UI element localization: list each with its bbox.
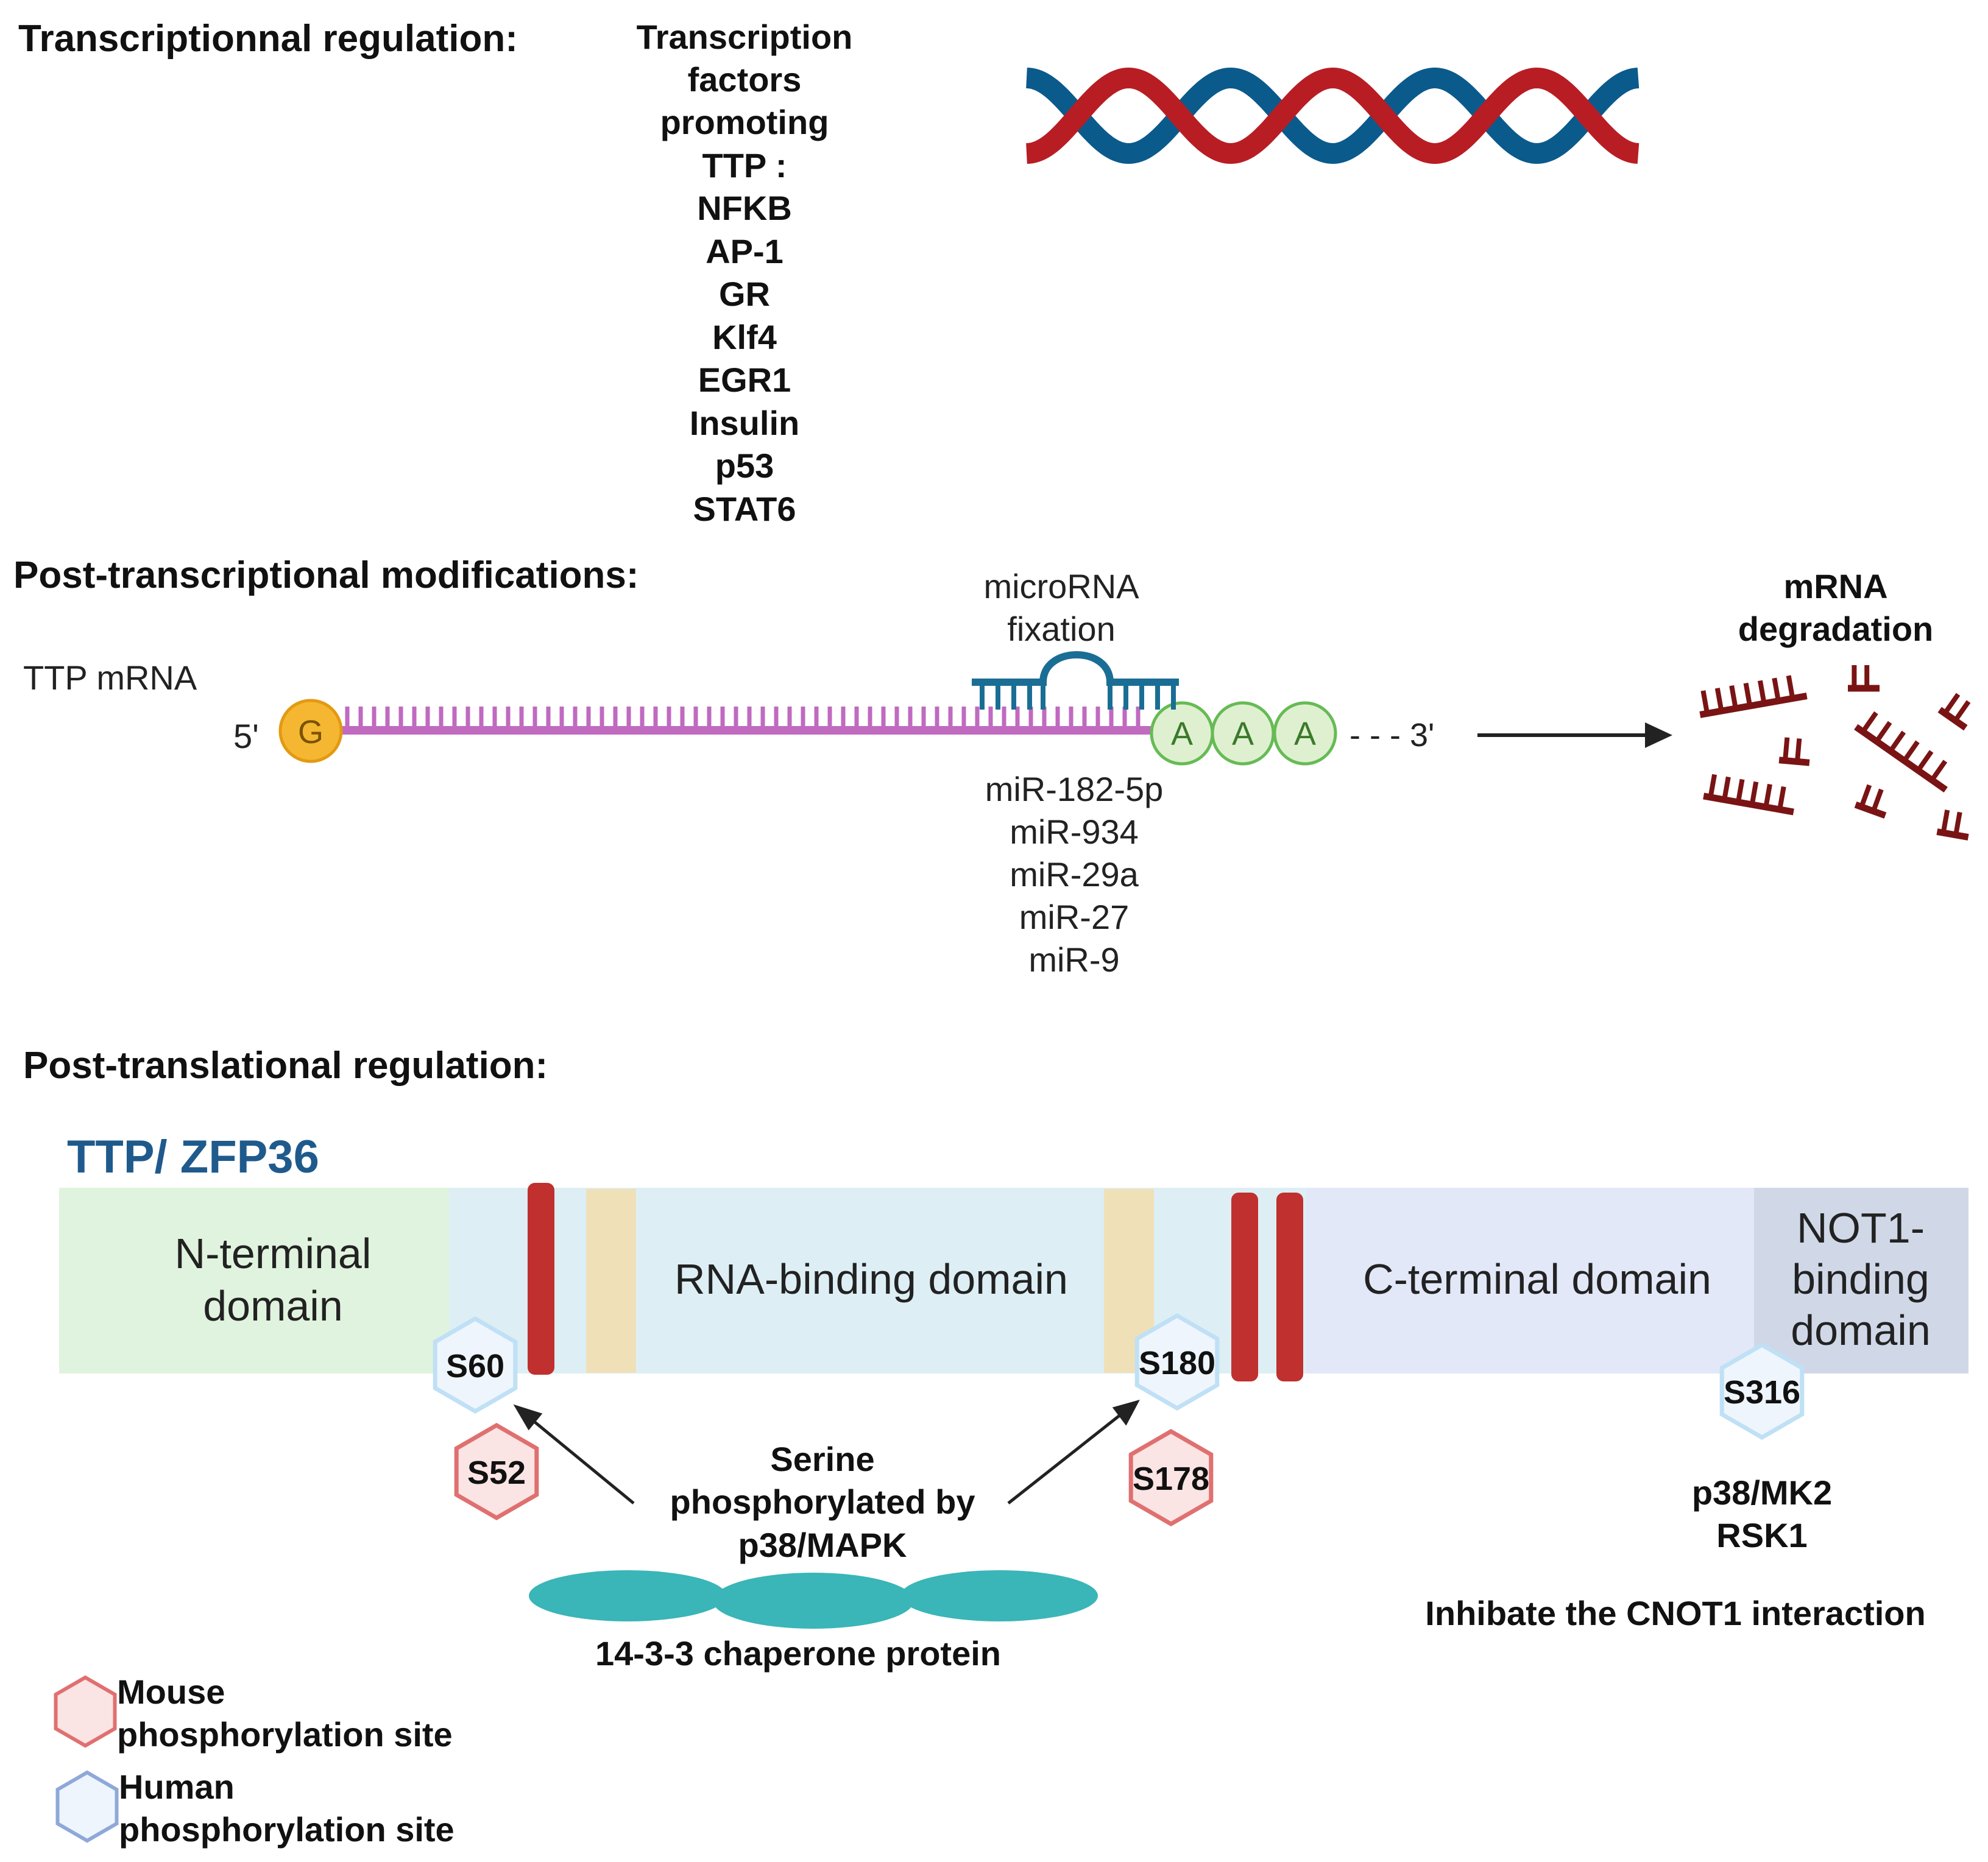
protein-domain-bar xyxy=(59,1183,1969,1381)
svg-text:mRNA: mRNA xyxy=(1783,567,1887,605)
poly-a-tail: A A A xyxy=(1150,701,1337,766)
post-translation-heading: Post-translational regulation: xyxy=(23,1045,548,1087)
tf-line-3: promoting xyxy=(660,103,829,141)
mrna-strand xyxy=(329,707,1151,735)
tf-line-9: EGR1 xyxy=(698,361,791,399)
tf-line-8: Klf4 xyxy=(712,318,777,356)
svg-text:p38/MAPK: p38/MAPK xyxy=(738,1526,907,1564)
tf-line-2: factors xyxy=(688,60,802,99)
kinase-2: RSK1 xyxy=(1716,1516,1807,1554)
transcription-factor-list: Transcription factors promoting TTP : NF… xyxy=(637,18,853,528)
mirna-1: miR-182-5p xyxy=(985,770,1164,808)
dna-helix-icon xyxy=(1026,67,1640,164)
post-transcription-heading: Post-transcriptional modifications: xyxy=(13,554,639,596)
tf-line-7: GR xyxy=(719,275,770,313)
microrna-title: microRNA fixation xyxy=(983,567,1139,648)
n-terminal-region xyxy=(59,1188,449,1374)
svg-text:Human: Human xyxy=(119,1768,235,1806)
mrna-fragment xyxy=(1703,774,1794,816)
five-prime-label: 5' xyxy=(233,717,259,755)
legend: Mouse phosphorylation site Human phospho… xyxy=(54,1673,455,1849)
mirna-3: miR-29a xyxy=(1010,855,1139,894)
phospho-bar-2 xyxy=(1231,1193,1258,1381)
mrna-fragment xyxy=(1699,675,1808,718)
phospho-bar-1 xyxy=(528,1183,554,1375)
mrna-fragment xyxy=(1937,693,1971,731)
poly-a-3: A xyxy=(1294,716,1316,752)
mrna-fragment xyxy=(1848,665,1880,692)
svg-text:degradation: degradation xyxy=(1738,610,1933,648)
zinc-finger-1 xyxy=(586,1189,636,1373)
protein-title: TTP/ ZFP36 xyxy=(67,1131,319,1183)
degradation-arrow xyxy=(1477,722,1672,748)
n-terminal-label-1: N-terminal xyxy=(175,1230,372,1277)
tf-line-5: NFKB xyxy=(697,189,792,227)
not1-label-3: domain xyxy=(1791,1307,1931,1354)
svg-text:S180: S180 xyxy=(1139,1345,1215,1381)
tf-line-10: Insulin xyxy=(690,404,799,442)
microrna-icon xyxy=(972,651,1179,710)
legend-human: Human phosphorylation site xyxy=(55,1768,455,1849)
tf-line-4: TTP : xyxy=(702,146,787,185)
chaperone-protein-icon xyxy=(529,1570,1098,1629)
mirna-5: miR-9 xyxy=(1028,940,1119,979)
human-site-s180: S180 xyxy=(1134,1313,1220,1411)
not1-label-1: NOT1- xyxy=(1797,1204,1925,1252)
svg-text:S60: S60 xyxy=(446,1348,504,1384)
svg-text:phosphorylated by: phosphorylated by xyxy=(670,1483,975,1521)
mrna-fragments-icon xyxy=(1699,665,1971,841)
not1-binding-region xyxy=(1754,1188,1969,1374)
n-terminal-label-2: domain xyxy=(203,1282,343,1330)
svg-text:phosphorylation site: phosphorylation site xyxy=(117,1715,453,1754)
human-site-s316: S316 xyxy=(1719,1342,1805,1441)
degradation-title: mRNA degradation xyxy=(1738,567,1933,648)
microrna-list: miR-182-5p miR-934 miR-29a miR-27 miR-9 xyxy=(985,770,1164,979)
kinase-1: p38/MK2 xyxy=(1692,1473,1832,1512)
not1-label-2: binding xyxy=(1792,1255,1930,1303)
inhibit-label: Inhibate the CNOT1 interaction xyxy=(1425,1594,1925,1632)
five-prime-cap-icon: G xyxy=(278,699,343,763)
svg-text:microRNA: microRNA xyxy=(983,567,1139,605)
poly-a-1: A xyxy=(1171,716,1193,752)
transcription-heading: Transcriptionnal regulation: xyxy=(18,18,518,60)
mrna-fragment xyxy=(1936,809,1969,841)
human-site-s60: S60 xyxy=(433,1316,518,1414)
tf-line-6: AP-1 xyxy=(706,232,784,270)
mrna-fragment xyxy=(1854,711,1948,793)
three-prime-label: - - - 3' xyxy=(1350,717,1434,753)
legend-mouse: Mouse phosphorylation site xyxy=(54,1673,453,1754)
mrna-fragment xyxy=(1854,784,1887,819)
mouse-site-s178: S178 xyxy=(1128,1428,1214,1527)
tf-line-11: p53 xyxy=(715,446,774,485)
mrna-label: TTP mRNA xyxy=(23,658,197,697)
domain-labels: N-terminal domain RNA-binding domain C-t… xyxy=(175,1204,1931,1354)
chaperone-label: 14-3-3 chaperone protein xyxy=(595,1634,1001,1673)
mirna-2: miR-934 xyxy=(1010,813,1139,851)
svg-text:Serine: Serine xyxy=(770,1440,874,1478)
svg-text:Mouse: Mouse xyxy=(117,1673,225,1711)
c-terminal-label: C-terminal domain xyxy=(1363,1255,1711,1303)
cap-letter: G xyxy=(298,714,324,750)
svg-text:S316: S316 xyxy=(1724,1374,1800,1411)
tf-line-12: STAT6 xyxy=(693,490,796,528)
svg-text:S178: S178 xyxy=(1133,1461,1209,1497)
c-terminal-region xyxy=(1306,1188,1754,1374)
serine-text: Serine phosphorylated by p38/MAPK xyxy=(670,1440,975,1564)
svg-text:phosphorylation site: phosphorylation site xyxy=(119,1810,455,1849)
phospho-bar-3 xyxy=(1276,1193,1303,1381)
phospho-arrows xyxy=(513,1400,1140,1504)
kinase-list: p38/MK2 RSK1 xyxy=(1692,1473,1832,1554)
mrna-fragment xyxy=(1778,737,1810,766)
poly-a-2: A xyxy=(1232,716,1254,752)
mirna-4: miR-27 xyxy=(1019,898,1129,936)
svg-text:fixation: fixation xyxy=(1007,610,1115,648)
tf-line-1: Transcription xyxy=(637,18,853,56)
svg-text:S52: S52 xyxy=(467,1455,526,1491)
rna-binding-label: RNA-binding domain xyxy=(674,1255,1068,1303)
mouse-site-s52: S52 xyxy=(454,1422,539,1521)
